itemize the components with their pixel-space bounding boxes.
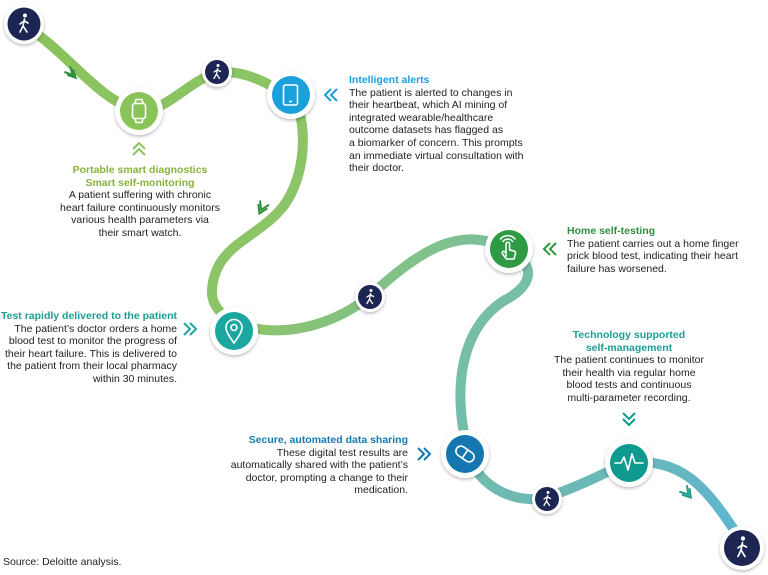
pointer-chevron-left-icon-testing xyxy=(542,242,557,256)
pill-icon xyxy=(455,445,475,463)
heartbeat-icon xyxy=(614,453,644,471)
step-description: These digital test results are automatic… xyxy=(230,446,408,497)
location-pin-icon xyxy=(225,318,243,345)
step-text-intelligent-alerts: Intelligent alerts The patient is alerte… xyxy=(349,74,559,175)
step-title: Secure, automated data sharing xyxy=(248,434,408,446)
step-description: The patient’s doctor orders a home blood… xyxy=(5,322,177,385)
step-text-test-delivered: Test rapidly delivered to the patient Th… xyxy=(0,310,177,386)
step-text-smart-diagnostics: Portable smart diagnostics Smart self-mo… xyxy=(40,164,240,240)
step-description: The patient continues to monitor their h… xyxy=(553,354,704,404)
step-icon-smart-diagnostics xyxy=(115,87,163,135)
finger-tap-icon xyxy=(499,234,517,260)
step-description: A patient suffering with chronic heart f… xyxy=(60,189,220,239)
walker-icon-4 xyxy=(532,484,562,514)
step-title: Test rapidly delivered to the patient xyxy=(0,310,177,322)
step-icon-self-management xyxy=(605,439,653,487)
step-icon-test-delivered xyxy=(210,307,258,355)
walker-icon-end xyxy=(720,526,764,570)
step-title: Portable smart diagnostics Smart self-mo… xyxy=(72,164,208,189)
pointer-chevron-down-icon xyxy=(622,412,636,427)
step-icon-home-self-testing xyxy=(485,225,533,273)
walker-icon-start xyxy=(4,4,44,44)
pointer-chevron-right-icon-sharing xyxy=(417,447,432,461)
pointer-chevron-right-icon-delivered xyxy=(183,322,198,336)
step-text-data-sharing: Secure, automated data sharing These dig… xyxy=(205,434,408,497)
step-text-home-self-testing: Home self-testing The patient carries ou… xyxy=(567,225,767,275)
step-description: The patient is alerted to changes in the… xyxy=(349,86,524,175)
walker-icon-2 xyxy=(202,57,232,87)
step-text-self-management: Technology supported self-management The… xyxy=(529,329,729,405)
step-title: Intelligent alerts xyxy=(349,74,430,86)
step-title: Home self-testing xyxy=(567,225,656,237)
smartwatch-icon xyxy=(131,98,147,124)
pointer-chevron-up-icon xyxy=(132,141,146,156)
walker-icon-3 xyxy=(355,282,385,312)
path-chevrons-icon xyxy=(64,66,693,500)
step-description: The patient carries out a home finger pr… xyxy=(567,237,739,275)
step-icon-data-sharing xyxy=(441,430,489,478)
source-note: Source: Deloitte analysis. xyxy=(3,556,122,568)
tablet-icon xyxy=(282,84,299,106)
pointer-chevron-left-icon-alerts xyxy=(323,88,338,102)
step-title: Technology supported self-management xyxy=(572,329,686,354)
step-icon-intelligent-alerts xyxy=(267,71,315,119)
